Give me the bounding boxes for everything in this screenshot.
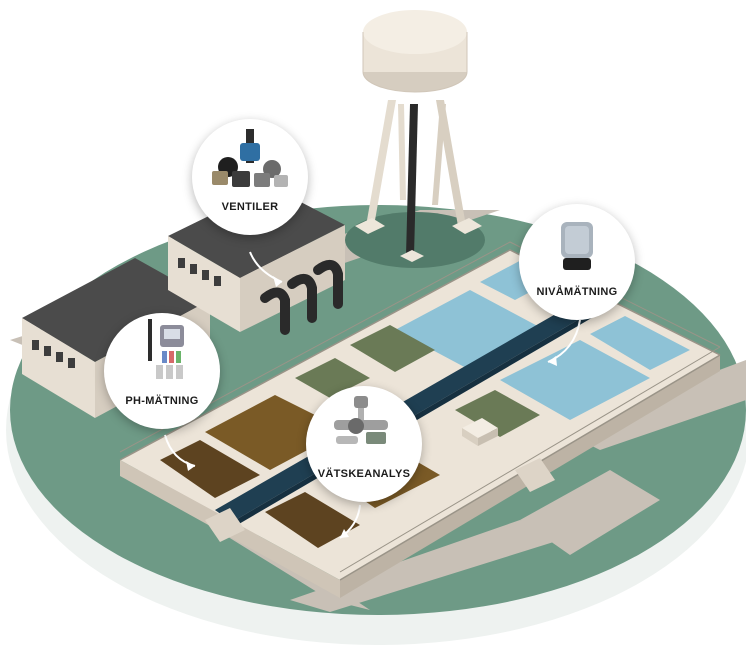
callout-ventiler[interactable]: VENTILER (192, 119, 308, 235)
callout-nivamatning[interactable]: NIVÅMÄTNING (519, 204, 635, 320)
callout-ph-matning[interactable]: PH-MÄTNING (104, 313, 220, 429)
callout-ventiler-label: VENTILER (221, 201, 279, 213)
callout-ph-matning-label: PH-MÄTNING (125, 395, 199, 407)
ph-meter-icon (148, 319, 184, 379)
valve-cluster-icon (212, 129, 288, 187)
pipes (260, 259, 343, 335)
callout-nivamatning-label: NIVÅMÄTNING (536, 286, 618, 298)
level-sensor-icon (561, 222, 593, 270)
callout-vatskeanalys[interactable]: VÄTSKEANALYS (306, 386, 422, 502)
flow-analyzer-icon (334, 396, 388, 444)
callout-vatskeanalys-label: VÄTSKEANALYS (317, 468, 411, 480)
callout-arrow-heads (186, 276, 557, 538)
water-tower (355, 10, 482, 262)
